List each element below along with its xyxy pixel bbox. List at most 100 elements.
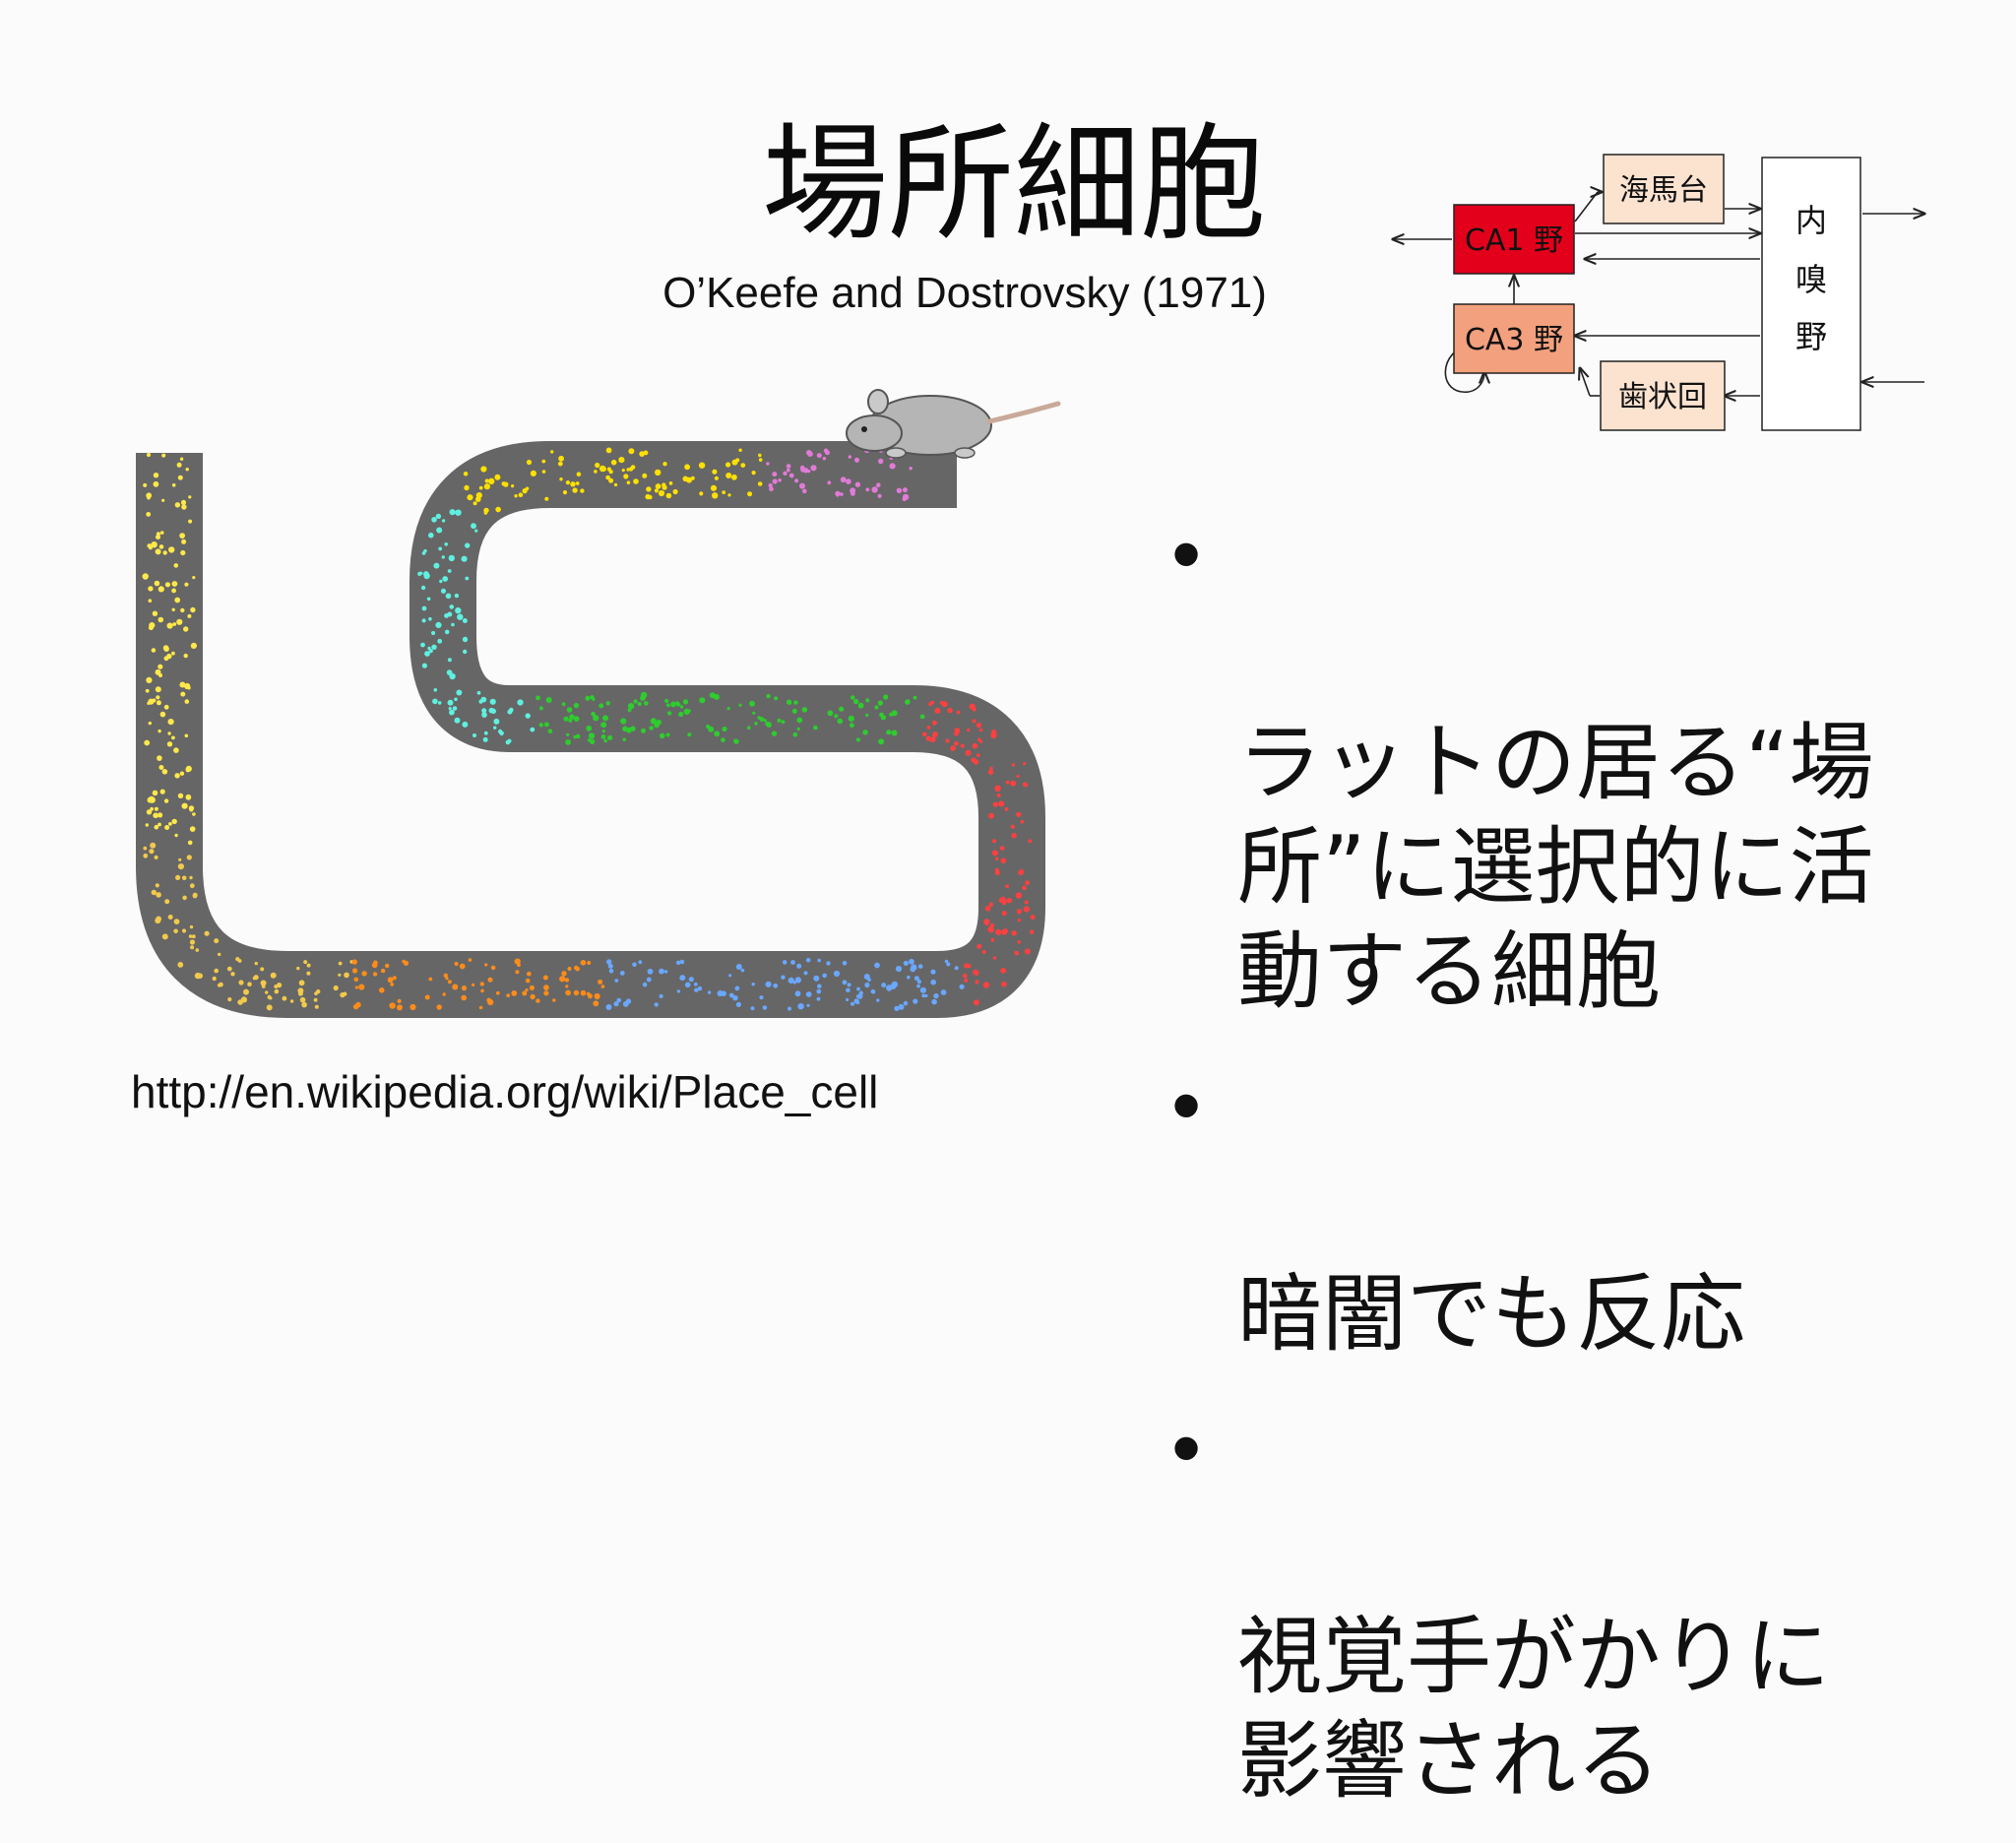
place-field-dot (506, 993, 511, 997)
place-field-dot (960, 743, 965, 748)
place-field-dot (898, 1003, 905, 1010)
bullet-dot: • (1170, 1058, 1202, 1153)
place-field-dot (480, 988, 484, 993)
place-field-dot (600, 985, 605, 988)
place-field-dot (619, 971, 625, 976)
place-field-dot (796, 727, 800, 731)
place-field-dot (177, 793, 184, 798)
place-field-dot (929, 736, 936, 743)
place-field-dot (380, 968, 386, 974)
place-field-dot (352, 1003, 359, 1010)
place-field-dot (559, 477, 563, 481)
place-field-dot (428, 532, 434, 539)
place-field-dot (183, 803, 188, 807)
place-field-dot (668, 481, 673, 485)
place-field-dot (226, 966, 232, 972)
place-field-dot (950, 745, 956, 751)
place-field-dot (163, 798, 169, 803)
place-field-dot (914, 976, 919, 982)
place-field-dot (536, 998, 540, 1003)
place-field-dot (799, 482, 805, 489)
place-field-dot (151, 541, 158, 548)
place-field-dot (786, 699, 792, 705)
place-field-dot (850, 487, 856, 494)
place-field-dot (187, 613, 192, 618)
place-field-dot (840, 477, 847, 483)
place-field-dot (862, 730, 868, 735)
place-field-dot (772, 478, 778, 484)
place-field-dot (529, 985, 535, 991)
place-field-dot (1024, 900, 1029, 905)
place-field-dot (628, 467, 634, 472)
place-field-dot (588, 732, 596, 739)
place-field-dot (941, 701, 948, 708)
place-field-dot (792, 981, 796, 985)
place-field-dot (976, 753, 980, 758)
place-field-dot (158, 673, 162, 677)
place-field-dot (361, 971, 367, 977)
place-field-dot (794, 478, 799, 483)
place-field-dot (871, 486, 878, 493)
place-field-dot (698, 462, 706, 469)
place-field-dot (575, 733, 581, 739)
place-field-dot (184, 582, 189, 587)
place-field-dot (455, 606, 462, 614)
place-field-dot (1001, 911, 1007, 917)
place-field-dot (159, 711, 166, 718)
place-field-dot (656, 719, 662, 726)
place-field-dot (333, 985, 339, 991)
place-field-dot (662, 462, 667, 467)
place-field-dot (402, 959, 406, 964)
place-field-dot (499, 731, 504, 736)
place-field-dot (483, 511, 488, 515)
place-field-dot (840, 492, 844, 496)
place-field-dot (591, 712, 596, 717)
place-field-dot (751, 471, 756, 476)
place-field-dot (154, 855, 158, 859)
place-field-dot (874, 962, 880, 969)
place-field-dot (145, 688, 150, 693)
place-field-dot (747, 491, 753, 497)
place-field-dot (595, 716, 599, 721)
place-field-dot (261, 985, 266, 988)
place-field-dot (721, 737, 725, 742)
bullet-text: 視覚手がかりに 影響される (1237, 1608, 1830, 1811)
place-field-dot (1014, 950, 1020, 956)
place-field-dot (149, 796, 156, 803)
place-field-dot (757, 716, 762, 720)
place-field-dot (659, 968, 664, 975)
place-field-dot (503, 481, 509, 487)
place-field-dot (722, 490, 726, 494)
place-field-dot (883, 694, 889, 700)
place-field-dot (878, 738, 885, 745)
place-field-dot (449, 604, 455, 609)
place-field-dot (543, 985, 549, 990)
place-field-dot (913, 998, 918, 1004)
place-field-dot (564, 978, 570, 983)
place-field-dot (916, 984, 920, 988)
place-field-dot (889, 712, 894, 717)
place-field-dot (857, 702, 864, 709)
place-field-dot (580, 960, 587, 966)
place-field-dot (441, 555, 445, 559)
place-field-dot (850, 1001, 854, 1006)
place-field-dot (658, 489, 665, 497)
place-field-dot (441, 519, 446, 523)
hippocampal-circuit-diagram: CA1 野 海馬台 CA3 野 歯状回 内 嗅 野 (1378, 154, 1939, 431)
place-field-dot (559, 976, 566, 983)
place-field-dot (876, 998, 880, 1002)
place-field-dot (164, 825, 170, 830)
place-field-dot (472, 733, 476, 737)
place-field-dot (379, 987, 385, 993)
place-field-dot (423, 572, 430, 580)
place-field-dot (580, 989, 587, 996)
place-field-dot (992, 956, 997, 960)
place-field-dot (728, 992, 734, 998)
place-field-dot (274, 988, 280, 994)
place-field-dot (550, 450, 554, 454)
place-field-dot (177, 863, 184, 870)
place-field-dot (163, 704, 169, 710)
place-field-dot (452, 984, 459, 990)
place-field-dot (480, 466, 487, 473)
place-field-dot (816, 453, 822, 459)
